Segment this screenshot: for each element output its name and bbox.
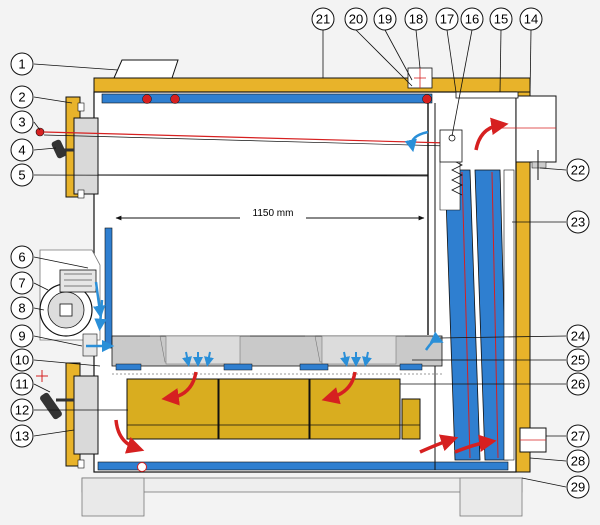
- callout-1: 1: [10, 52, 34, 76]
- callout-number: 15: [494, 12, 508, 27]
- callout-19: 19: [373, 7, 397, 31]
- callout-27: 27: [566, 424, 590, 448]
- callout-29: 29: [566, 475, 590, 499]
- dimension-label: 1150 mm: [253, 208, 294, 219]
- plus-marker: [36, 370, 48, 382]
- callout-6: 6: [10, 245, 34, 269]
- lower-door-handle: [40, 392, 74, 420]
- callout-12: 12: [10, 398, 34, 422]
- callout-number: 17: [440, 12, 454, 27]
- callout-number: 1: [18, 57, 25, 72]
- air-arrows: [86, 130, 444, 367]
- callout-17: 17: [435, 7, 459, 31]
- callouts: 1 2 3 4 5 6 7 8 9 10 11 12 13 14 15 16 1…: [10, 7, 590, 499]
- callout-2: 2: [10, 85, 34, 109]
- callout-7: 7: [10, 271, 34, 295]
- return-pipe: [519, 427, 547, 453]
- callout-10: 10: [10, 348, 34, 372]
- callout-13: 13: [10, 424, 34, 448]
- flue-flap: [439, 91, 519, 163]
- callout-number: 9: [18, 329, 25, 344]
- callout-number: 21: [316, 12, 330, 27]
- callout-26: 26: [566, 372, 590, 396]
- callout-8: 8: [10, 296, 34, 320]
- callout-28: 28: [566, 449, 590, 473]
- callout-18: 18: [404, 7, 428, 31]
- callout-number: 18: [409, 12, 423, 27]
- callout-number: 24: [571, 329, 585, 344]
- callout-20: 20: [344, 7, 368, 31]
- callout-number: 13: [15, 429, 29, 444]
- pipe-dots: [137, 94, 432, 472]
- callout-21: 21: [311, 7, 335, 31]
- callout-23: 23: [566, 210, 590, 234]
- callout-16: 16: [460, 7, 484, 31]
- callout-25: 25: [566, 348, 590, 372]
- fan-unit: [39, 249, 101, 357]
- length-dimension: 1150 mm: [115, 206, 425, 221]
- flue-outlet: [500, 95, 557, 180]
- callout-15: 15: [489, 7, 513, 31]
- callout-14: 14: [519, 7, 543, 31]
- firebrick-chamber: [126, 378, 421, 440]
- callout-number: 6: [18, 250, 25, 265]
- upper-door-handle: [51, 139, 74, 159]
- leader-lines: [33, 29, 567, 488]
- callout-number: 19: [378, 12, 392, 27]
- callout-number: 11: [15, 377, 29, 392]
- top-cover: [113, 59, 179, 79]
- callout-number: 5: [18, 168, 25, 183]
- callout-number: 10: [15, 353, 29, 368]
- callout-4: 4: [10, 138, 34, 162]
- draft-rod: [35, 127, 449, 147]
- callout-number: 23: [571, 215, 585, 230]
- callout-number: 3: [18, 115, 25, 130]
- callout-number: 16: [465, 12, 479, 27]
- callout-number: 29: [571, 480, 585, 495]
- callout-22: 22: [566, 158, 590, 182]
- callout-number: 20: [349, 12, 363, 27]
- lower-door: [73, 375, 99, 469]
- callout-number: 8: [18, 301, 25, 316]
- base-frame: [81, 477, 523, 517]
- callout-number: 12: [15, 403, 29, 418]
- callout-number: 4: [18, 143, 25, 158]
- upper-door: [73, 102, 99, 199]
- callout-number: 26: [571, 377, 585, 392]
- callout-number: 7: [18, 276, 25, 291]
- callout-number: 22: [571, 163, 585, 178]
- thermometer-box: [407, 67, 433, 89]
- callout-number: 27: [571, 429, 585, 444]
- callout-3: 3: [10, 110, 34, 134]
- callout-number: 14: [524, 12, 538, 27]
- callout-11: 11: [10, 372, 34, 396]
- flame-arrows: [114, 117, 509, 454]
- callout-5: 5: [10, 163, 34, 187]
- callout-24: 24: [566, 324, 590, 348]
- heat-exchanger: [439, 149, 515, 461]
- callout-number: 2: [18, 90, 25, 105]
- callout-9: 9: [10, 324, 34, 348]
- callout-number: 28: [571, 454, 585, 469]
- callout-number: 25: [571, 353, 585, 368]
